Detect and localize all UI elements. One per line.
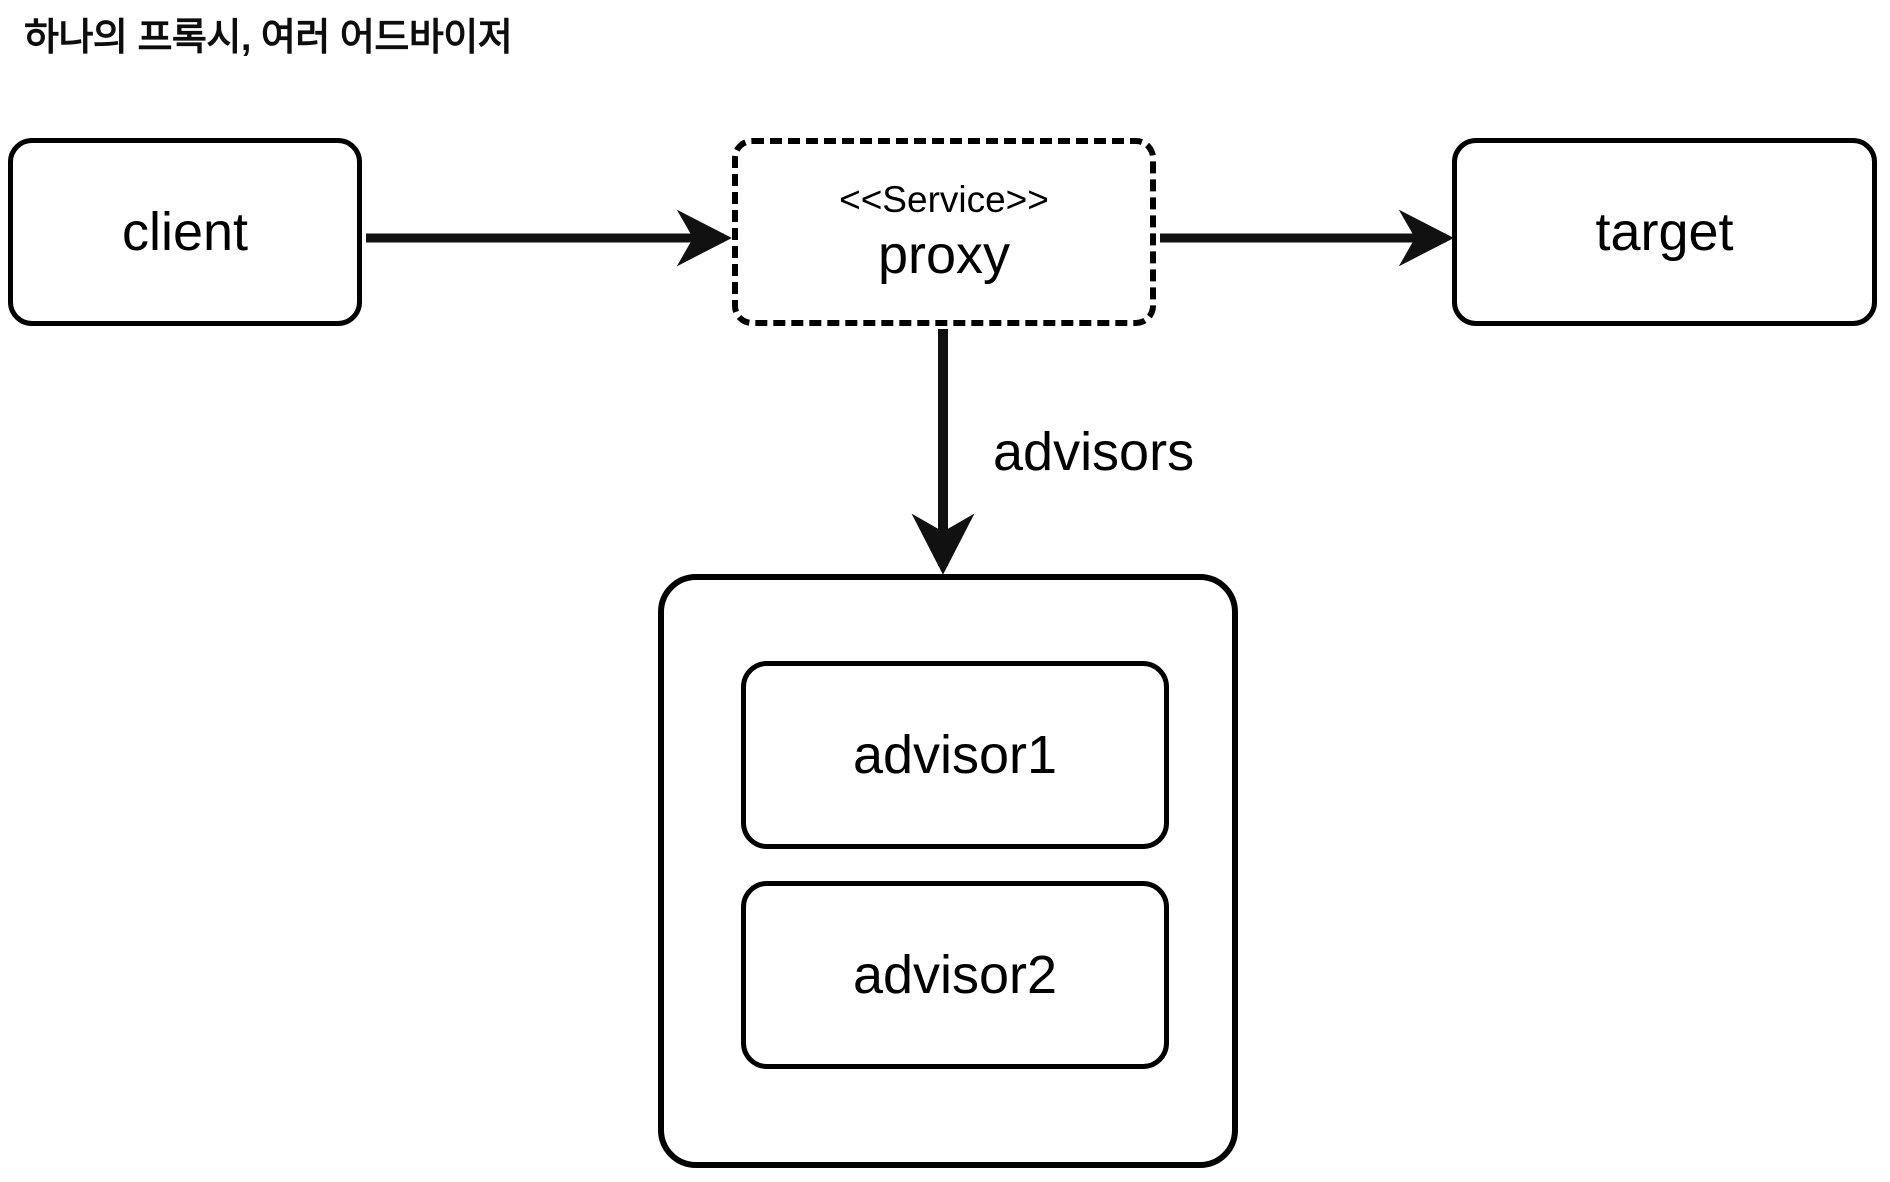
node-target-label: target [1595, 201, 1734, 262]
node-client[interactable]: client [8, 138, 362, 326]
node-advisor1-label: advisor1 [852, 725, 1058, 785]
node-proxy-label: proxy [877, 225, 1011, 285]
edge-label-advisors: advisors [993, 422, 1195, 482]
advisors-group[interactable]: advisor1 advisor2 [658, 574, 1238, 1168]
node-advisor1[interactable]: advisor1 [741, 661, 1169, 849]
node-advisor2[interactable]: advisor2 [741, 881, 1169, 1069]
node-target[interactable]: target [1452, 138, 1877, 326]
page-title: 하나의 프록시, 여러 어드바이저 [24, 17, 513, 59]
node-proxy[interactable]: <<Service>> proxy [732, 138, 1156, 326]
node-client-label: client [121, 201, 249, 262]
node-proxy-stereotype: <<Service>> [839, 179, 1049, 221]
node-advisor2-label: advisor2 [852, 945, 1058, 1005]
